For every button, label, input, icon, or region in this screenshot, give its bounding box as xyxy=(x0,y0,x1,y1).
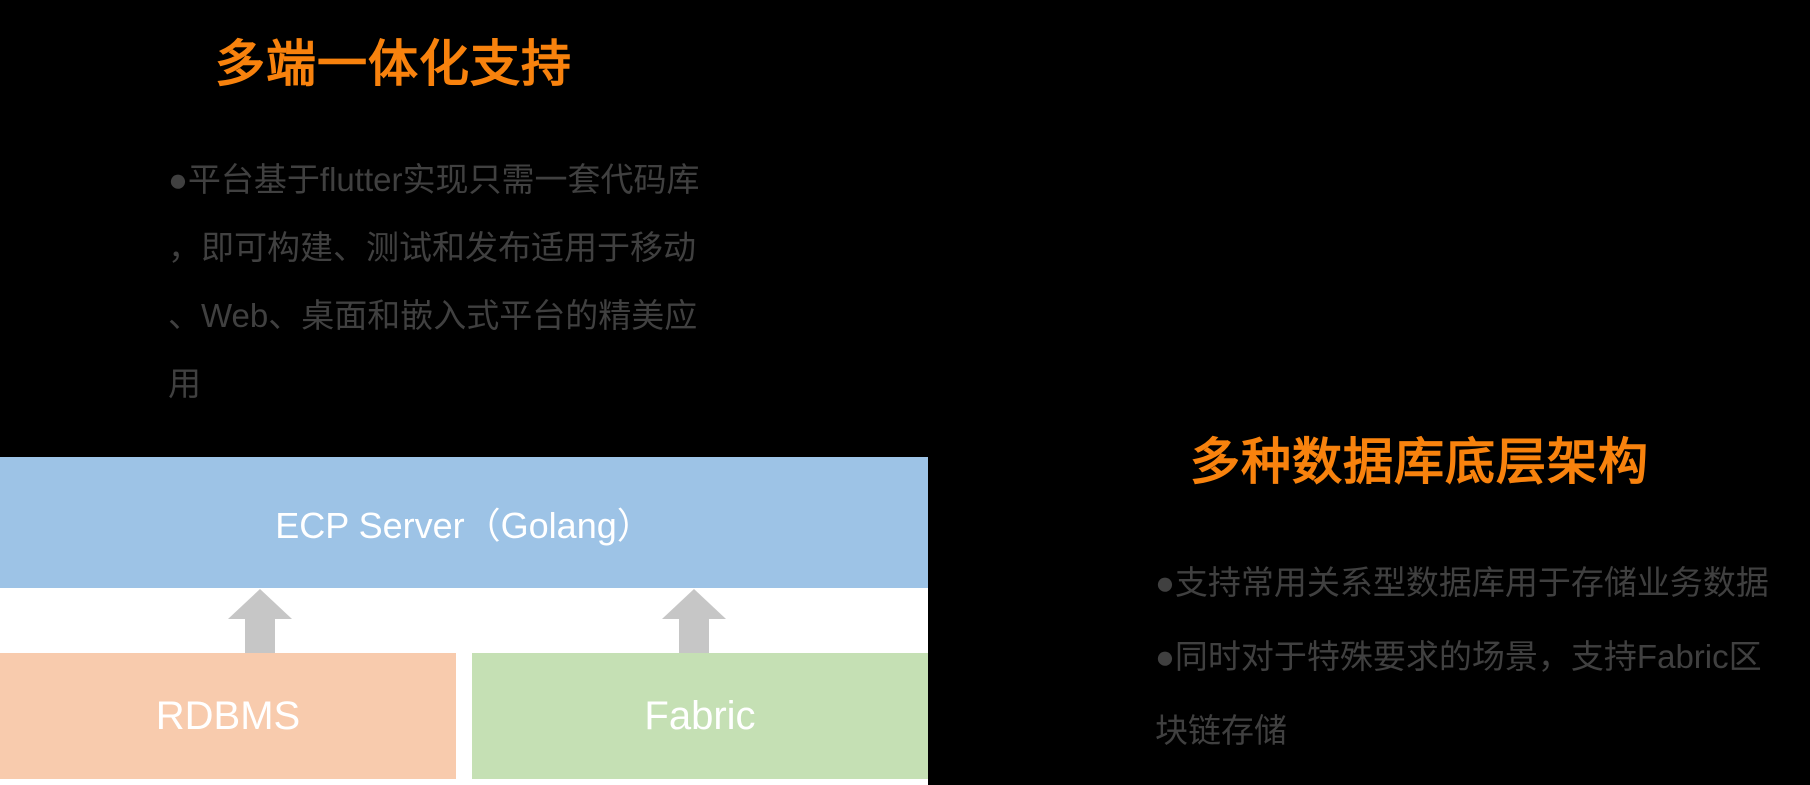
multi-platform-description: ●平台基于flutter实现只需一套代码库 ，即可构建、测试和发布适用于移动 、… xyxy=(168,146,699,418)
fabric-box: Fabric xyxy=(472,653,928,779)
database-architecture-description: ●支持常用关系型数据库用于存储业务数据 ●同时对于特殊要求的场景，支持Fabri… xyxy=(1155,546,1769,768)
body-line: ●同时对于特殊要求的场景，支持Fabric区 xyxy=(1155,638,1762,675)
database-architecture-heading: 多种数据库底层架构 xyxy=(1190,434,1649,490)
architecture-diagram: ECP Server（Golang） RDBMS Fabric xyxy=(0,457,928,785)
ecp-server-box: ECP Server（Golang） xyxy=(0,457,928,588)
rdbms-box: RDBMS xyxy=(0,653,456,779)
arrow-stem xyxy=(679,619,709,653)
fabric-label: Fabric xyxy=(644,693,756,738)
body-line: 用 xyxy=(168,365,201,402)
rdbms-label: RDBMS xyxy=(155,693,301,738)
body-line: 块链存储 xyxy=(1155,712,1287,749)
up-arrow-icon xyxy=(228,589,292,653)
arrow-head xyxy=(662,589,726,619)
up-arrow-icon xyxy=(662,589,726,653)
body-line: ●平台基于flutter实现只需一套代码库 xyxy=(168,161,700,198)
body-line: ●支持常用关系型数据库用于存储业务数据 xyxy=(1155,564,1769,601)
multi-platform-heading: 多端一体化支持 xyxy=(215,36,572,92)
ecp-server-label: ECP Server（Golang） xyxy=(275,504,653,546)
arrow-head xyxy=(228,589,292,619)
body-line: 、Web、桌面和嵌入式平台的精美应 xyxy=(168,297,698,334)
arrow-stem xyxy=(245,619,275,653)
body-line: ，即可构建、测试和发布适用于移动 xyxy=(168,229,696,266)
